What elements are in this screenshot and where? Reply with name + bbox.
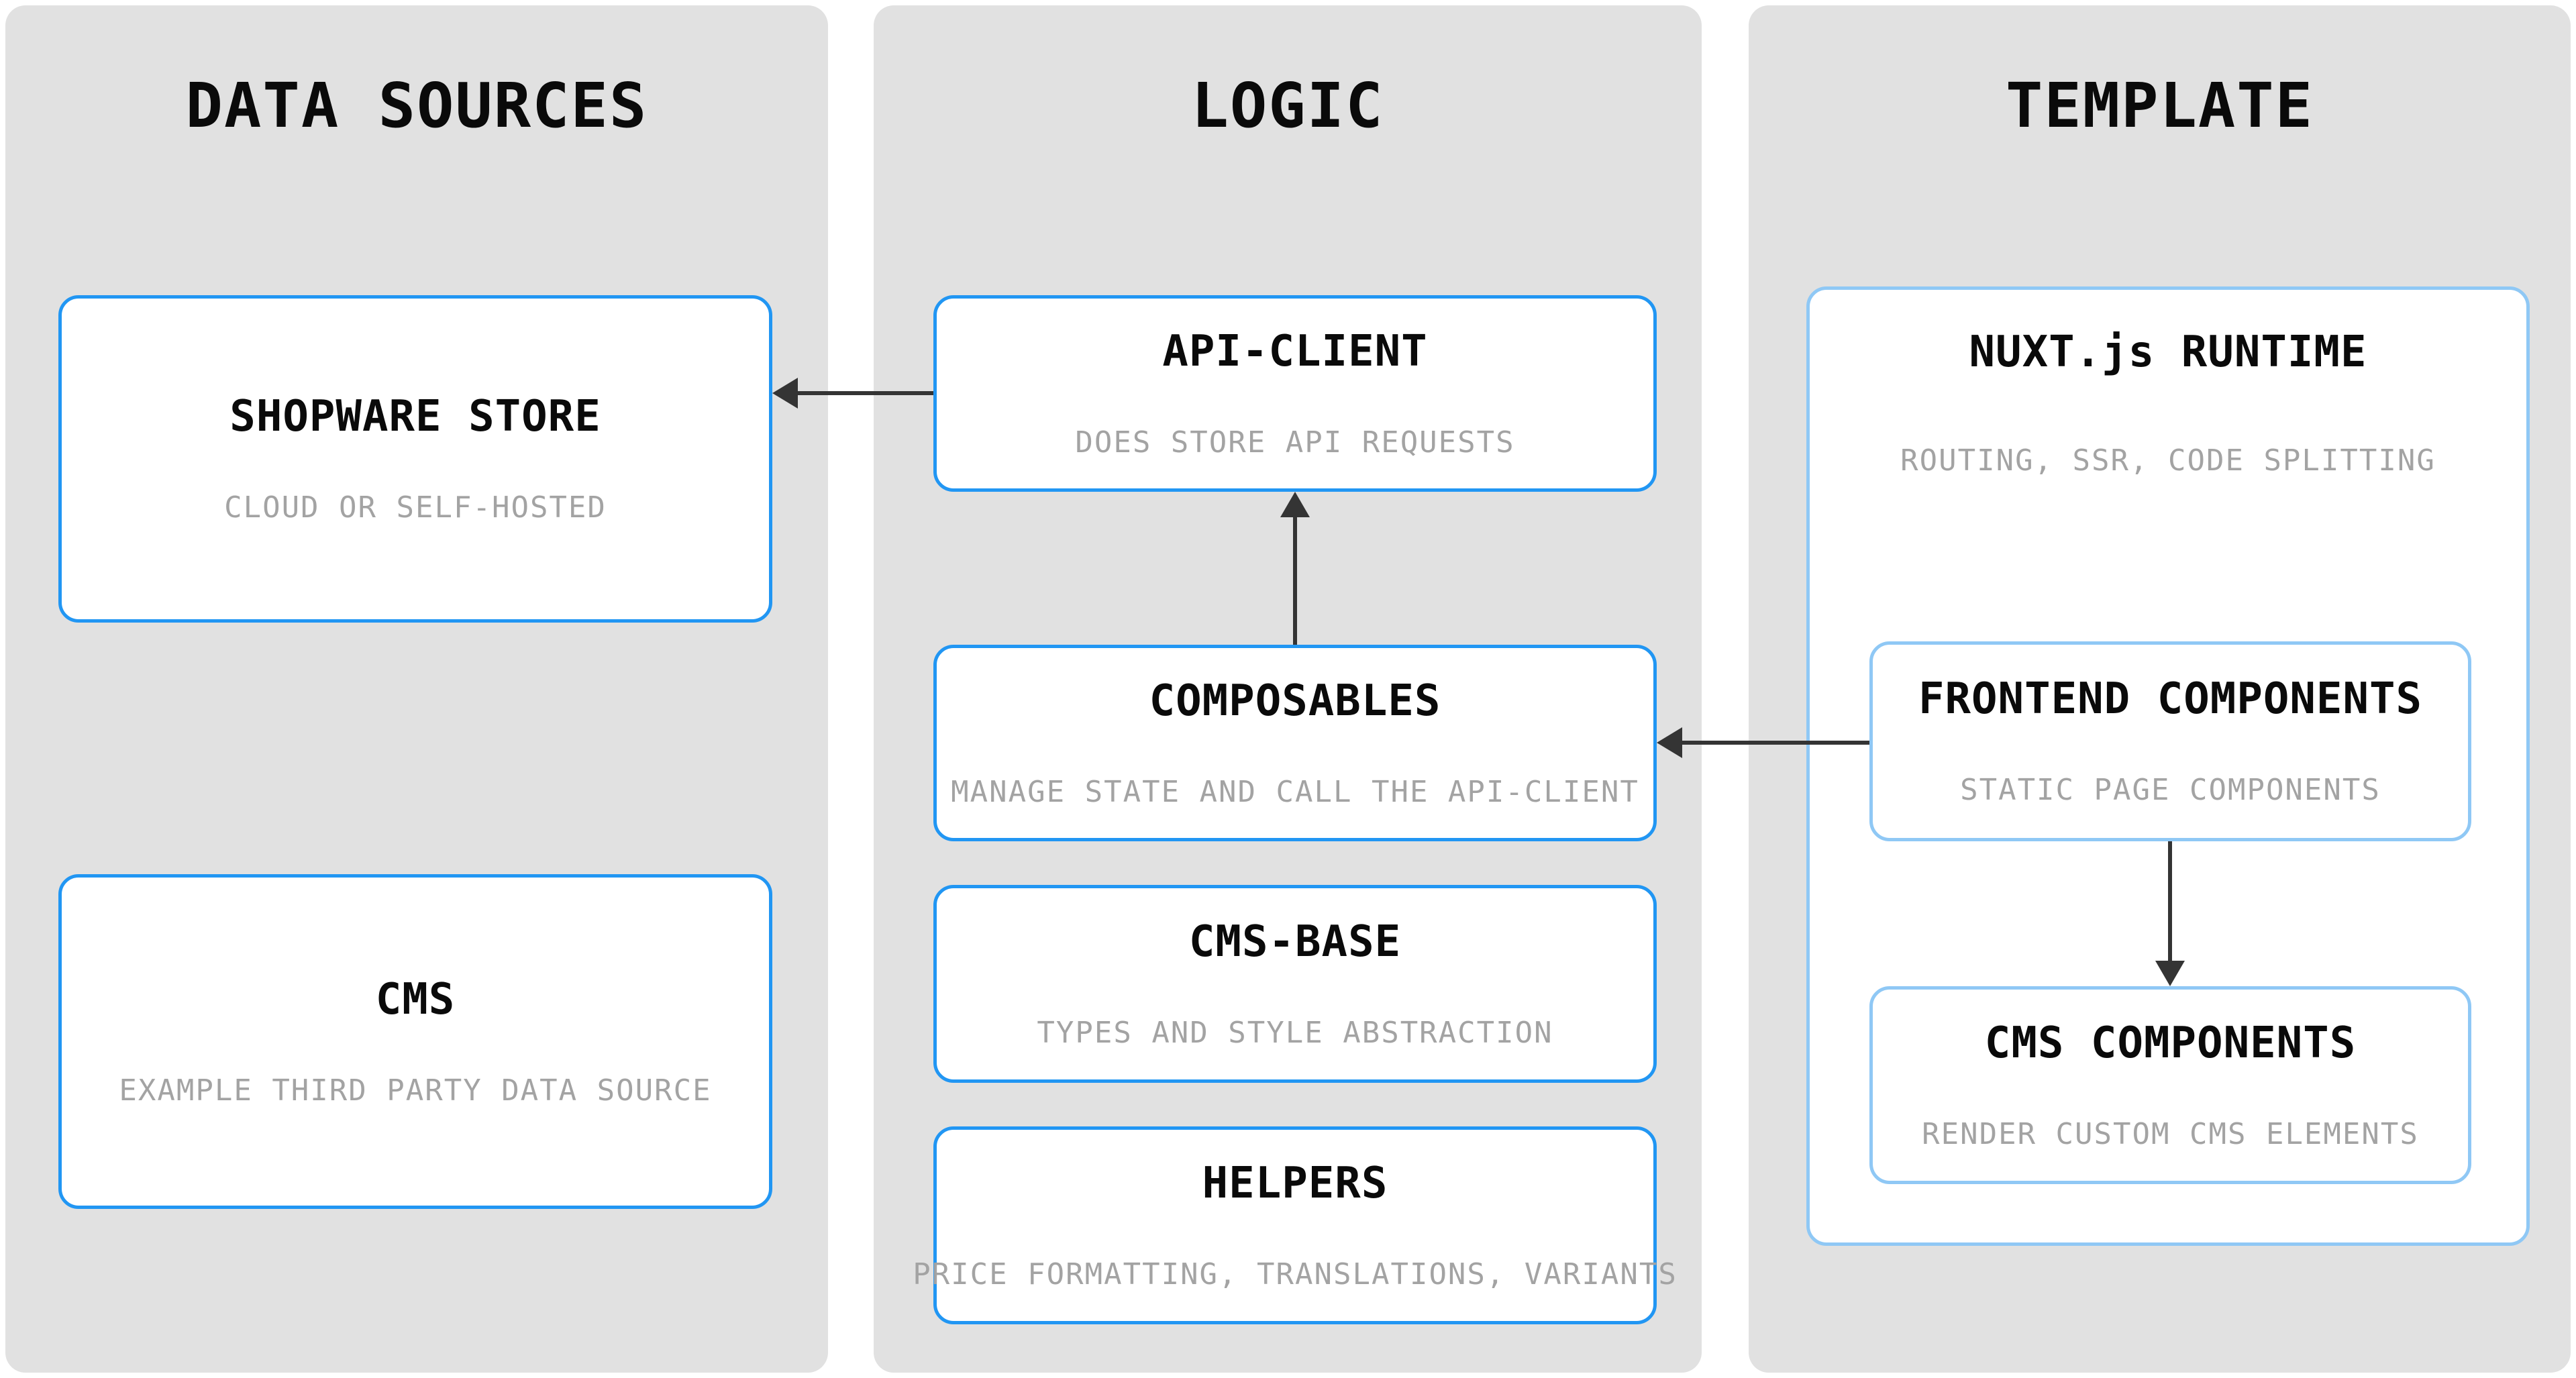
node-cms: CMS EXAMPLE THIRD PARTY DATA SOURCE — [58, 874, 772, 1209]
node-title-nuxt-runtime: NUXT.js RUNTIME — [1969, 327, 2367, 377]
node-title-cms-components: CMS COMPONENTS — [1984, 1018, 2357, 1068]
panel-title-data-sources: DATA SOURCES — [185, 70, 648, 142]
node-subtitle-cms-components: RENDER CUSTOM CMS ELEMENTS — [1922, 1116, 2419, 1151]
node-subtitle-cms: EXAMPLE THIRD PARTY DATA SOURCE — [119, 1073, 712, 1108]
node-title-cms: CMS — [375, 974, 456, 1024]
panel-title-logic: LOGIC — [1191, 70, 1384, 142]
node-frontend-components: FRONTEND COMPONENTS STATIC PAGE COMPONEN… — [1869, 641, 2471, 841]
node-subtitle-helpers: PRICE FORMATTING, TRANSLATIONS, VARIANTS — [913, 1257, 1678, 1291]
node-subtitle-shopware-store: CLOUD OR SELF-HOSTED — [224, 490, 607, 525]
node-cms-base: CMS-BASE TYPES AND STYLE ABSTRACTION — [933, 885, 1657, 1083]
panel-title-template: TEMPLATE — [2005, 70, 2314, 142]
node-subtitle-nuxt-runtime: ROUTING, SSR, CODE SPLITTING — [1900, 443, 2436, 478]
node-subtitle-frontend-components: STATIC PAGE COMPONENTS — [1960, 773, 2381, 808]
node-title-cms-base: CMS-BASE — [1188, 916, 1402, 967]
node-subtitle-composables: MANAGE STATE AND CALL THE API-CLIENT — [951, 774, 1639, 809]
node-title-api-client: API-CLIENT — [1162, 326, 1428, 376]
node-helpers: HELPERS PRICE FORMATTING, TRANSLATIONS, … — [913, 1126, 1676, 1324]
node-title-shopware-store: SHOPWARE STORE — [229, 392, 601, 442]
node-subtitle-cms-base: TYPES AND STYLE ABSTRACTION — [1037, 1015, 1553, 1050]
node-subtitle-api-client: DOES STORE API REQUESTS — [1075, 425, 1515, 460]
node-composables: COMPOSABLES MANAGE STATE AND CALL THE AP… — [933, 645, 1657, 841]
node-api-client: API-CLIENT DOES STORE API REQUESTS — [933, 295, 1657, 492]
node-title-composables: COMPOSABLES — [1149, 676, 1441, 726]
node-title-frontend-components: FRONTEND COMPONENTS — [1918, 674, 2423, 725]
node-cms-components: CMS COMPONENTS RENDER CUSTOM CMS ELEMENT… — [1869, 986, 2471, 1184]
node-shopware-store: SHOPWARE STORE CLOUD OR SELF-HOSTED — [58, 295, 772, 623]
node-title-helpers: HELPERS — [1202, 1158, 1388, 1208]
